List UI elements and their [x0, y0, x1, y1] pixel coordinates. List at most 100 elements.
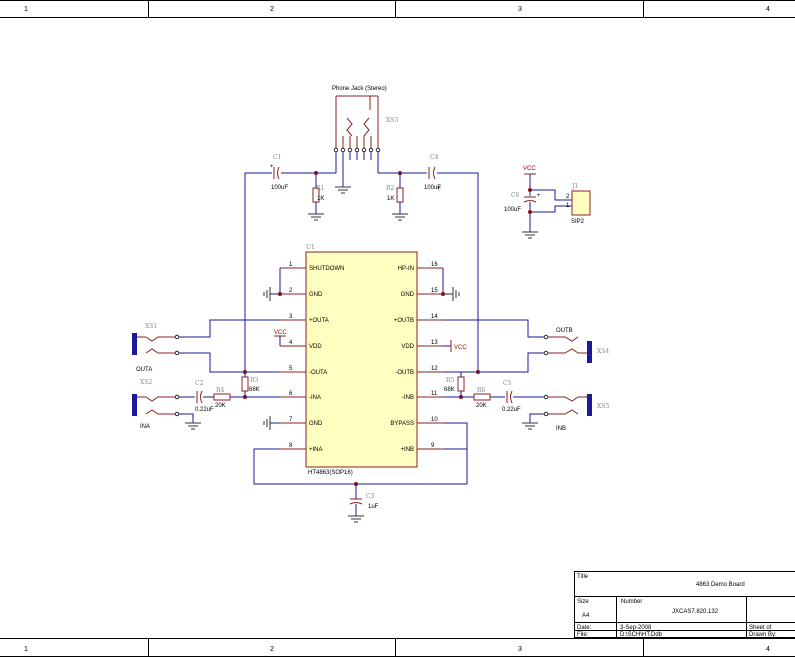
r1-value: 1K — [317, 196, 324, 202]
ic-pin-12-name: -OUTB — [395, 370, 414, 376]
ic-pin-16-name: HP-IN — [398, 266, 414, 272]
capacitor-c3[interactable]: C3 1uF — [348, 484, 379, 523]
connector-xs2-ina[interactable]: XS2 INA — [132, 379, 201, 430]
c6-ref: C6 — [511, 192, 520, 199]
vcc-label-left: VCC — [274, 330, 287, 336]
j1-value: SIP2 — [571, 219, 585, 225]
r2-ref: R2 — [386, 185, 395, 192]
r2-value: 1K — [387, 196, 394, 202]
xs4-label: OUTB — [556, 328, 573, 334]
xs1-label: OUTA — [136, 367, 152, 373]
zone-top-2: 2 — [270, 6, 274, 13]
connector-xs4-outb[interactable]: OUTB XS4 — [443, 319, 609, 374]
ina-input-network — [179, 395, 280, 399]
ic-pin-9-name: +INB — [400, 447, 414, 453]
ic-ref: U1 — [306, 244, 315, 251]
ic-pin-9-number: 9 — [431, 443, 435, 449]
zone-top-1: 1 — [24, 6, 28, 13]
ic-pin-15-number: 15 — [431, 288, 438, 294]
c4-ref: C4 — [430, 154, 439, 161]
drawn-by-label: Drawn By: — [749, 632, 777, 638]
ic-pin-4-number: 4 — [289, 340, 293, 346]
c1-ref: C1 — [273, 154, 281, 161]
capacitor-c2[interactable]: C2 0.22uF — [195, 380, 214, 413]
ic-pin-4-name: VDD — [309, 344, 322, 350]
ic-pin-7-number: 7 — [289, 417, 293, 423]
size-label: Size — [577, 599, 589, 605]
r3-value: 68K — [249, 387, 260, 393]
zone-bottom-3: 3 — [518, 646, 522, 653]
r1-ref: R1 — [316, 185, 324, 192]
zone-bottom-4: 4 — [766, 646, 770, 653]
c6-value: 100uF — [504, 207, 521, 213]
ic-pin-6-name: -INA — [309, 395, 321, 401]
vcc-label-top: VCC — [523, 166, 536, 172]
xs1-ref: XS1 — [145, 323, 157, 330]
ic-pin-6-number: 6 — [289, 391, 293, 397]
ic-pin-2-name: GND — [309, 292, 323, 298]
ic-pin-5-number: 5 — [289, 366, 293, 372]
ic-pin-10-name: BYPASS — [390, 421, 414, 427]
sheet-label: Sheet of — [749, 625, 772, 631]
capacitor-c4[interactable]: C4 100uF + — [424, 154, 441, 192]
ic-pin-3-number: 3 — [289, 314, 293, 320]
ic-pin-1-name: SHUTDOWN — [309, 266, 344, 272]
size-value: A4 — [582, 613, 590, 619]
ic-pin-11-name: -INB — [402, 395, 414, 401]
svg-text:+: + — [537, 193, 541, 199]
resistor-r3[interactable]: R3 68K — [241, 372, 260, 397]
c3-value: 1uF — [368, 504, 379, 510]
resistor-r2[interactable]: R2 1K — [386, 173, 408, 221]
ic-pin-13-name: VDD — [401, 344, 414, 350]
c3-ref: C3 — [366, 493, 375, 500]
ic-pin-12-number: 12 — [431, 366, 438, 372]
ic-pin-1-number: 1 — [289, 262, 293, 268]
ic-part-number: HT4863(SOP16) — [308, 470, 353, 476]
xs4-ref: XS4 — [597, 348, 609, 355]
resistor-r1[interactable]: R1 1K — [308, 173, 324, 221]
r6-ref: R6 — [477, 387, 486, 394]
ic-pin-10-number: 10 — [431, 417, 438, 423]
ic-pin-11-number: 11 — [431, 391, 438, 397]
number-value: JXCAS7.820.132 — [672, 609, 719, 615]
ic-pin-3-name: +OUTA — [309, 318, 329, 324]
vcc-label-right: VCC — [454, 345, 467, 351]
ic-pin-14-name: +OUTB — [394, 318, 414, 324]
ic-pin-5-name: -OUTA — [309, 370, 327, 376]
power-input-section[interactable]: VCC C6 100uF + 2 1 J1 SIP2 — [504, 166, 591, 239]
resistor-r6[interactable]: R6 20K — [473, 387, 491, 409]
xs2-label: INA — [140, 424, 150, 430]
title-value: 4863 Demo Board — [696, 582, 745, 588]
r6-value: 20K — [476, 403, 487, 409]
capacitor-c1[interactable]: C1 100uF + — [270, 154, 288, 191]
top-output-network — [244, 171, 479, 372]
title-block: Title 4863 Demo Board Size A4 Number JXC… — [574, 571, 795, 638]
c2-value: 0.22uF — [195, 407, 214, 413]
phone-jack-ref: XS3 — [386, 117, 398, 124]
zone-top-3: 3 — [518, 6, 522, 13]
capacitor-c5[interactable]: C5 0.22uF — [502, 380, 521, 413]
title-label: Title — [577, 574, 589, 580]
phone-jack-title: Phone Jack (Stereo) — [332, 86, 387, 92]
connector-xs1-outa[interactable]: XS1 OUTA — [132, 319, 280, 374]
r4-ref: R4 — [216, 387, 225, 394]
connector-xs5-inb[interactable]: INB XS5 — [522, 394, 609, 432]
r3-ref: R3 — [250, 377, 259, 384]
zone-bottom-1: 1 — [24, 646, 28, 653]
ic-pin-8-name: +INA — [309, 447, 323, 453]
j1-ref: J1 — [571, 183, 578, 190]
resistor-r5[interactable]: R5 68K — [444, 371, 478, 397]
phone-jack-xs3[interactable]: Phone Jack (Stereo) XS3 — [332, 86, 398, 194]
zone-top-4: 4 — [766, 6, 770, 13]
svg-text:1: 1 — [566, 203, 570, 209]
date-label: Date: — [577, 625, 592, 631]
ic-pin-14-number: 14 — [431, 314, 438, 320]
ic-u1[interactable]: U1 HT4863(SOP16) 1 SHUTDOWN 2 GND 3 +OUT… — [280, 244, 443, 476]
c5-value: 0.22uF — [502, 407, 521, 413]
ic-pin-15-name: GND — [401, 292, 415, 298]
xs5-label: INB — [556, 426, 566, 432]
ic-pin-7-name: GND — [309, 421, 323, 427]
svg-text:2: 2 — [566, 194, 570, 200]
resistor-r4[interactable]: R4 20K — [213, 387, 231, 409]
